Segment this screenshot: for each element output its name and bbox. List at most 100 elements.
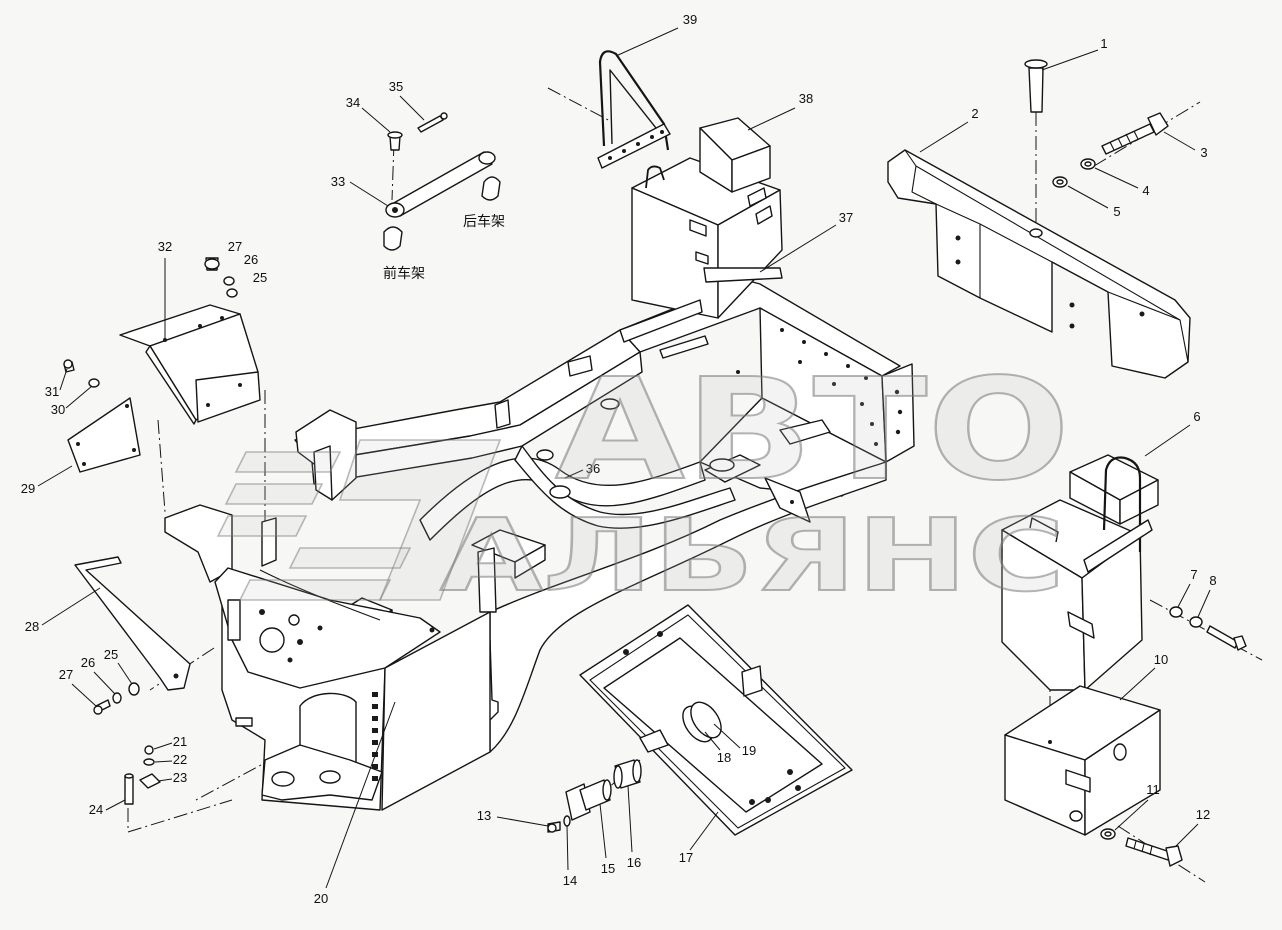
callout-28: 28 bbox=[25, 587, 101, 634]
callout-32: 32 bbox=[158, 239, 172, 340]
part-29-cover-plate bbox=[67, 397, 141, 473]
svg-text:14: 14 bbox=[563, 873, 577, 888]
callout-18: 18 bbox=[704, 731, 731, 765]
svg-text:38: 38 bbox=[799, 91, 813, 106]
part-21-bolt bbox=[144, 745, 154, 755]
part-6-battery-box bbox=[1001, 454, 1159, 691]
part-38-battery-box bbox=[619, 117, 783, 343]
svg-text:29: 29 bbox=[21, 481, 35, 496]
svg-text:28: 28 bbox=[25, 619, 39, 634]
callout-27-upper: 27 bbox=[228, 239, 242, 254]
callout-19: 19 bbox=[713, 723, 756, 758]
svg-text:35: 35 bbox=[389, 79, 403, 94]
callout-2: 2 bbox=[919, 106, 979, 153]
svg-text:33: 33 bbox=[331, 174, 345, 189]
svg-text:32: 32 bbox=[158, 239, 172, 254]
callout-7: 7 bbox=[1177, 567, 1198, 608]
callout-11: 11 bbox=[1114, 782, 1160, 831]
callout-12: 12 bbox=[1175, 807, 1210, 847]
part-24-pin bbox=[124, 773, 134, 805]
part-26-washer-lower bbox=[112, 692, 122, 704]
callout-24: 24 bbox=[89, 799, 126, 817]
svg-text:27: 27 bbox=[228, 239, 242, 254]
part-3-bolt bbox=[1101, 112, 1169, 155]
svg-text:24: 24 bbox=[89, 802, 103, 817]
part-39-handle bbox=[597, 50, 671, 169]
watermark: АВТО АЛЬЯНС bbox=[216, 348, 1071, 615]
svg-text:26: 26 bbox=[81, 655, 95, 670]
callout-29: 29 bbox=[21, 465, 73, 496]
callout-30: 30 bbox=[51, 385, 93, 417]
part-28-bar bbox=[74, 556, 191, 691]
callout-39: 39 bbox=[615, 12, 697, 57]
callout-8: 8 bbox=[1197, 573, 1217, 618]
part-10-box bbox=[1004, 685, 1161, 836]
callout-21: 21 bbox=[153, 734, 187, 750]
part-2-counterweight bbox=[887, 149, 1191, 379]
callout-20: 20 bbox=[314, 701, 396, 906]
callout-3: 3 bbox=[1163, 131, 1208, 160]
part-19-ring bbox=[690, 701, 722, 739]
part-8-bolt bbox=[1189, 616, 1247, 651]
svg-text:36: 36 bbox=[586, 461, 600, 476]
part-22-washer bbox=[143, 758, 155, 766]
callout-31: 31 bbox=[45, 368, 68, 399]
svg-text:3: 3 bbox=[1200, 145, 1207, 160]
callout-16: 16 bbox=[627, 785, 641, 870]
svg-text:37: 37 bbox=[839, 210, 853, 225]
callout-6: 6 bbox=[1144, 409, 1201, 457]
part-5-washer bbox=[1052, 176, 1068, 188]
part-14-washer bbox=[563, 815, 571, 827]
part-23-plate bbox=[139, 773, 161, 789]
watermark-logo bbox=[216, 439, 502, 601]
callout-15: 15 bbox=[599, 803, 615, 876]
callout-25-upper: 25 bbox=[253, 270, 267, 285]
callout-26-upper: 26 bbox=[244, 252, 258, 267]
callout-26-lower: 26 bbox=[81, 655, 116, 695]
part-16-sleeve bbox=[613, 759, 642, 789]
part-32-bracket bbox=[119, 304, 261, 425]
front-frame-label: 前车架 bbox=[383, 265, 425, 282]
part-27-bolt-lower bbox=[93, 699, 111, 715]
callout-34: 34 bbox=[346, 95, 391, 133]
callout-37: 37 bbox=[759, 210, 853, 273]
svg-text:31: 31 bbox=[45, 384, 59, 399]
main-frame bbox=[164, 279, 915, 811]
part-1-pin bbox=[1024, 59, 1048, 113]
part-7-washer bbox=[1169, 606, 1183, 618]
part-26-washer-upper bbox=[223, 276, 235, 286]
svg-text:11: 11 bbox=[1146, 782, 1160, 797]
svg-text:12: 12 bbox=[1196, 807, 1210, 822]
part-33-link bbox=[383, 151, 501, 251]
part-34-pin bbox=[387, 131, 403, 151]
part-15-pin-with-plate bbox=[565, 779, 612, 821]
part-25-washer-lower bbox=[128, 682, 140, 696]
svg-text:10: 10 bbox=[1154, 652, 1168, 667]
svg-text:21: 21 bbox=[173, 734, 187, 749]
callout-5: 5 bbox=[1067, 185, 1121, 219]
callout-35: 35 bbox=[389, 79, 425, 121]
callout-27-lower: 27 bbox=[59, 667, 97, 707]
part-25-washer-upper bbox=[226, 288, 238, 298]
svg-text:6: 6 bbox=[1193, 409, 1200, 424]
callout-10: 10 bbox=[1119, 652, 1168, 701]
rear-frame-label: 后车架 bbox=[463, 213, 505, 230]
svg-text:4: 4 bbox=[1142, 183, 1149, 198]
svg-text:1: 1 bbox=[1100, 36, 1107, 51]
svg-text:39: 39 bbox=[683, 12, 697, 27]
svg-text:34: 34 bbox=[346, 95, 360, 110]
watermark-line-1: АВТО bbox=[555, 349, 1070, 512]
callout-1: 1 bbox=[1041, 36, 1108, 71]
svg-text:2: 2 bbox=[971, 106, 978, 121]
svg-text:20: 20 bbox=[314, 891, 328, 906]
svg-text:17: 17 bbox=[679, 850, 693, 865]
callouts: 1 2 3 4 5 6 7 8 10 11 12 13 14 15 16 17 … bbox=[21, 12, 1217, 906]
part-11-washer bbox=[1100, 828, 1116, 840]
part-27-bolt-upper bbox=[204, 257, 220, 271]
part-13-bolt bbox=[547, 821, 561, 833]
part-35-split-pin bbox=[417, 112, 448, 133]
svg-text:30: 30 bbox=[51, 402, 65, 417]
callout-22: 22 bbox=[154, 752, 187, 767]
